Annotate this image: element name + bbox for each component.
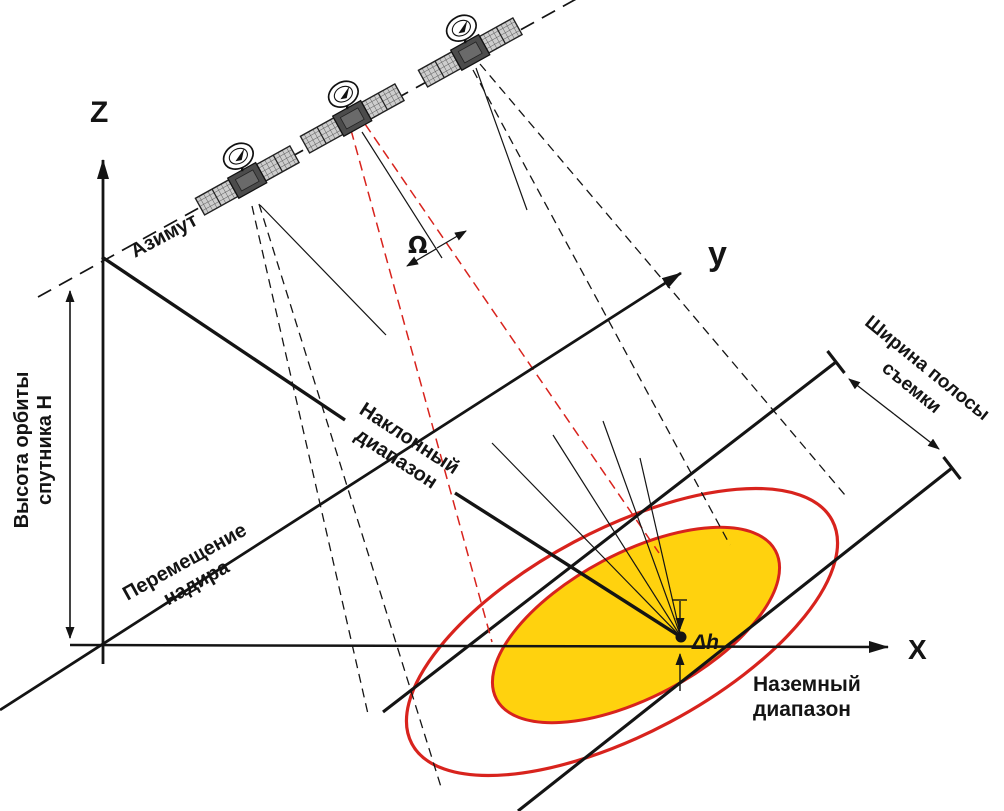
delta-h-dimension: [672, 599, 687, 691]
swath-tick-far: [942, 456, 962, 480]
svg-text:Наземный: Наземный: [753, 673, 861, 696]
swath-band-edge-near: [382, 360, 837, 714]
swath-band-edge-far: [517, 466, 953, 811]
x-axis-label: X: [908, 634, 927, 665]
y-axis-label: y: [708, 235, 727, 273]
active-beam-edges-red: [350, 123, 660, 643]
label-ground-range: Наземный диапазон: [753, 673, 861, 721]
z-axis-label: Z: [90, 96, 108, 129]
svg-text:спутника H: спутника H: [34, 395, 56, 505]
beam-edges-dashed: [251, 63, 846, 788]
label-orbit-height: Высота орбиты спутника H: [11, 372, 56, 529]
svg-text:Высота орбиты: Высота орбиты: [11, 372, 33, 529]
y-axis-nadir-track: [0, 271, 682, 712]
inner-footprint-ellipse: [490, 525, 782, 725]
label-delta-h: Δh: [691, 631, 719, 654]
axes: [0, 159, 889, 712]
beam-angle-arrow: [406, 230, 467, 267]
swath-width-arrow: [848, 378, 940, 450]
swath-band: [382, 350, 962, 811]
swath-tick-near: [826, 350, 846, 374]
target-point: [675, 631, 687, 643]
svg-text:диапазон: диапазон: [753, 698, 851, 721]
sight-lines: [259, 67, 682, 638]
footprint-ellipses: [404, 486, 840, 778]
x-axis: [69, 640, 889, 653]
slant-range-line: [101, 255, 682, 639]
outer-footprint-ellipse: [404, 486, 840, 778]
label-beam-angle-omega: Ω: [408, 233, 428, 259]
